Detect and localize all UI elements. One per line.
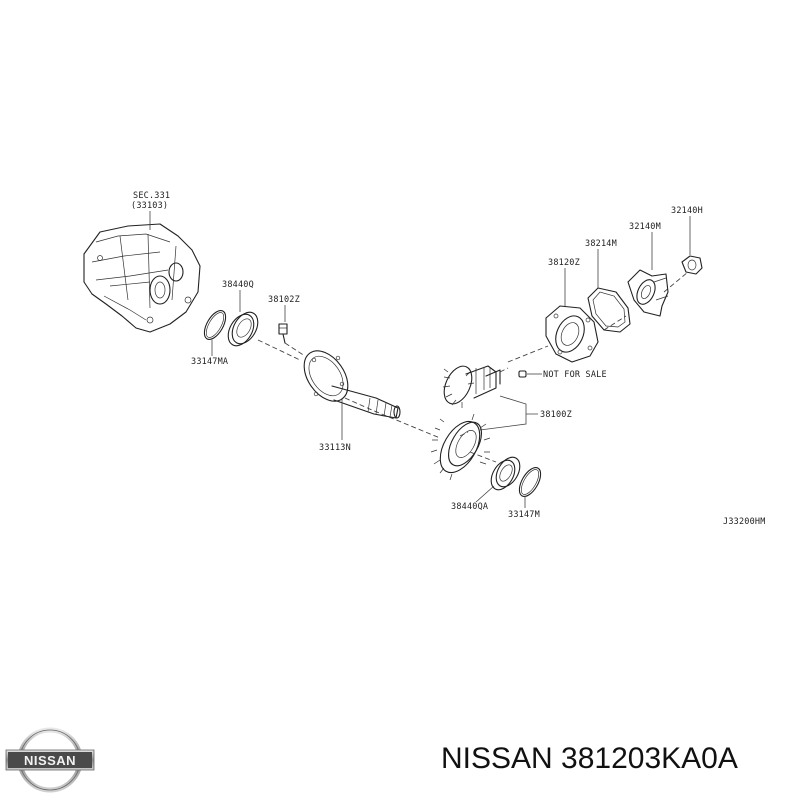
label-38440q: 38440Q [222,280,254,290]
nissan-logo: NISSAN [5,727,95,793]
flange-32140m [627,269,669,317]
label-not-for-sale: NOT FOR SALE [543,370,607,380]
logo-text: NISSAN [24,753,76,768]
plug-not-for-sale [518,370,527,378]
label-33113n: 33113N [319,443,351,453]
label-38102z: 38102Z [268,295,300,305]
label-32140h: 32140H [671,206,703,216]
ring-gear [430,413,491,481]
label-sec-ref: (33103) [131,201,168,211]
cover-38120z [545,305,599,363]
o-ring-33147ma [203,310,227,340]
gasket-38214m [587,287,631,333]
nut-32140h [681,255,703,275]
o-ring-33147m [518,467,542,497]
transfer-case-housing [83,223,201,333]
pinion-gear [442,365,501,408]
bearing-38440qa [490,456,521,491]
part-caption: NISSAN 381203KA0A [441,742,738,775]
label-38440qa: 38440QA [451,502,488,512]
label-38214m: 38214M [585,239,617,249]
drawing-code: J33200HM [723,517,766,527]
label-33147m: 33147M [508,510,540,520]
shaft-flange-33113n [303,350,401,419]
label-38120z: 38120Z [548,258,580,268]
label-38100z: 38100Z [540,410,572,420]
bolt-38102z [278,323,288,344]
label-33147ma: 33147MA [191,357,228,367]
label-32140m: 32140M [629,222,661,232]
bearing-38440q [227,311,259,347]
label-sec-331: SEC.331 [133,191,170,201]
